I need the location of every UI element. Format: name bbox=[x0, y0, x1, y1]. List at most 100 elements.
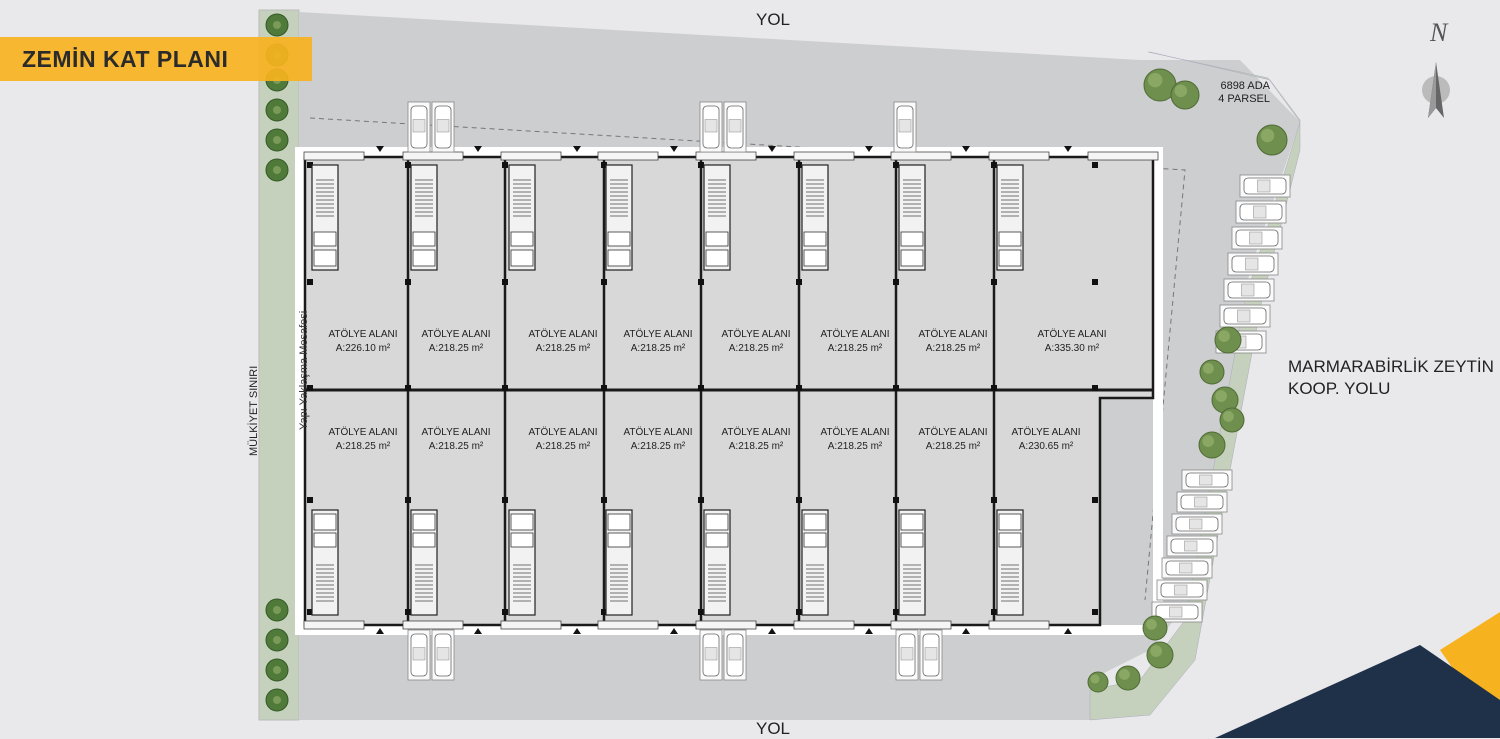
column bbox=[502, 497, 508, 503]
column bbox=[698, 279, 704, 285]
storage-room bbox=[705, 532, 729, 548]
column bbox=[1092, 279, 1098, 285]
storage-room bbox=[803, 532, 827, 548]
tree-highlight bbox=[1148, 73, 1163, 88]
unit-area: A:335.30 m² bbox=[1044, 343, 1100, 354]
storage-room bbox=[313, 231, 337, 247]
column bbox=[405, 385, 411, 391]
column bbox=[698, 385, 704, 391]
unit-name: ATÖLYE ALANI bbox=[623, 427, 693, 438]
unit-name: ATÖLYE ALANI bbox=[1011, 427, 1081, 438]
column bbox=[307, 162, 313, 168]
side-road-label: MARMARABİRLİK ZEYTİN KOOP. YOLU bbox=[1288, 356, 1494, 400]
side-road-line-1: MARMARABİRLİK ZEYTİN bbox=[1288, 357, 1494, 376]
entrance-canopy bbox=[695, 620, 757, 630]
unit-area: A:226.10 m² bbox=[335, 343, 391, 354]
unit-walls bbox=[303, 146, 1159, 634]
storage-room bbox=[900, 231, 924, 247]
palm-center bbox=[273, 606, 281, 614]
column bbox=[601, 162, 607, 168]
column bbox=[893, 162, 899, 168]
unit-area: A:218.25 m² bbox=[728, 343, 784, 354]
wc-room bbox=[900, 249, 924, 267]
wc-room bbox=[803, 249, 827, 267]
car-window bbox=[1169, 606, 1183, 618]
column bbox=[698, 497, 704, 503]
column bbox=[1092, 609, 1098, 615]
car-window bbox=[1194, 496, 1208, 508]
entrance-arrow bbox=[474, 146, 482, 152]
unit-area: A:218.25 m² bbox=[535, 441, 591, 452]
storage-room bbox=[998, 231, 1022, 247]
car-window bbox=[1179, 562, 1193, 574]
unit-area: A:218.25 m² bbox=[630, 343, 686, 354]
entrance-canopy bbox=[597, 620, 659, 630]
wc-room bbox=[412, 513, 436, 531]
column bbox=[601, 385, 607, 391]
column bbox=[893, 609, 899, 615]
column bbox=[307, 385, 313, 391]
column bbox=[601, 497, 607, 503]
entrance-canopy bbox=[303, 151, 365, 161]
column bbox=[502, 162, 508, 168]
unit-name: ATÖLYE ALANI bbox=[421, 329, 491, 340]
car-window bbox=[412, 647, 426, 661]
north-arrow-icon bbox=[1422, 62, 1450, 118]
entrance-arrow bbox=[670, 146, 678, 152]
column bbox=[991, 609, 997, 615]
entrance-arrow bbox=[474, 628, 482, 634]
column bbox=[601, 609, 607, 615]
palm-center bbox=[273, 696, 281, 704]
entrance-canopy bbox=[500, 151, 562, 161]
unit-name: ATÖLYE ALANI bbox=[820, 427, 890, 438]
storage-room bbox=[803, 231, 827, 247]
wc-room bbox=[510, 249, 534, 267]
entrance-canopy bbox=[890, 620, 952, 630]
parcel-number: 4 PARSEL bbox=[1218, 93, 1270, 105]
entrance-canopy bbox=[500, 620, 562, 630]
car-window bbox=[412, 119, 426, 133]
unit-name: ATÖLYE ALANI bbox=[528, 329, 598, 340]
car-window bbox=[704, 119, 718, 133]
tree-highlight bbox=[1223, 411, 1234, 422]
unit-area: A:218.25 m² bbox=[728, 441, 784, 452]
column bbox=[796, 279, 802, 285]
palm-center bbox=[273, 21, 281, 29]
unit-name: ATÖLYE ALANI bbox=[1037, 329, 1107, 340]
entrance-arrow bbox=[573, 628, 581, 634]
car-window bbox=[1184, 540, 1198, 552]
column bbox=[991, 162, 997, 168]
storage-room bbox=[607, 231, 631, 247]
column bbox=[307, 609, 313, 615]
column bbox=[796, 497, 802, 503]
storage-room bbox=[998, 532, 1022, 548]
entrance-canopy bbox=[402, 151, 464, 161]
wc-room bbox=[313, 249, 337, 267]
entrance-canopy bbox=[988, 151, 1050, 161]
tree-highlight bbox=[1174, 84, 1188, 98]
parcel-ada: 6898 ADA bbox=[1220, 80, 1270, 92]
car-window bbox=[900, 647, 914, 661]
tree-highlight bbox=[1218, 330, 1230, 342]
car-window bbox=[1249, 231, 1263, 245]
tree-highlight bbox=[1090, 674, 1100, 684]
storage-room bbox=[510, 532, 534, 548]
storage-room bbox=[412, 532, 436, 548]
entrance-arrow bbox=[865, 628, 873, 634]
unit-name: ATÖLYE ALANI bbox=[918, 427, 988, 438]
car-window bbox=[436, 119, 450, 133]
accent-stripe-orange bbox=[1440, 612, 1500, 700]
page-title: ZEMİN KAT PLANI bbox=[22, 46, 229, 72]
road-label-top: YOL bbox=[756, 10, 791, 29]
storage-room bbox=[705, 231, 729, 247]
car-window bbox=[728, 119, 742, 133]
column bbox=[405, 162, 411, 168]
entrance-arrow bbox=[376, 628, 384, 634]
entrance-arrow bbox=[768, 146, 776, 152]
